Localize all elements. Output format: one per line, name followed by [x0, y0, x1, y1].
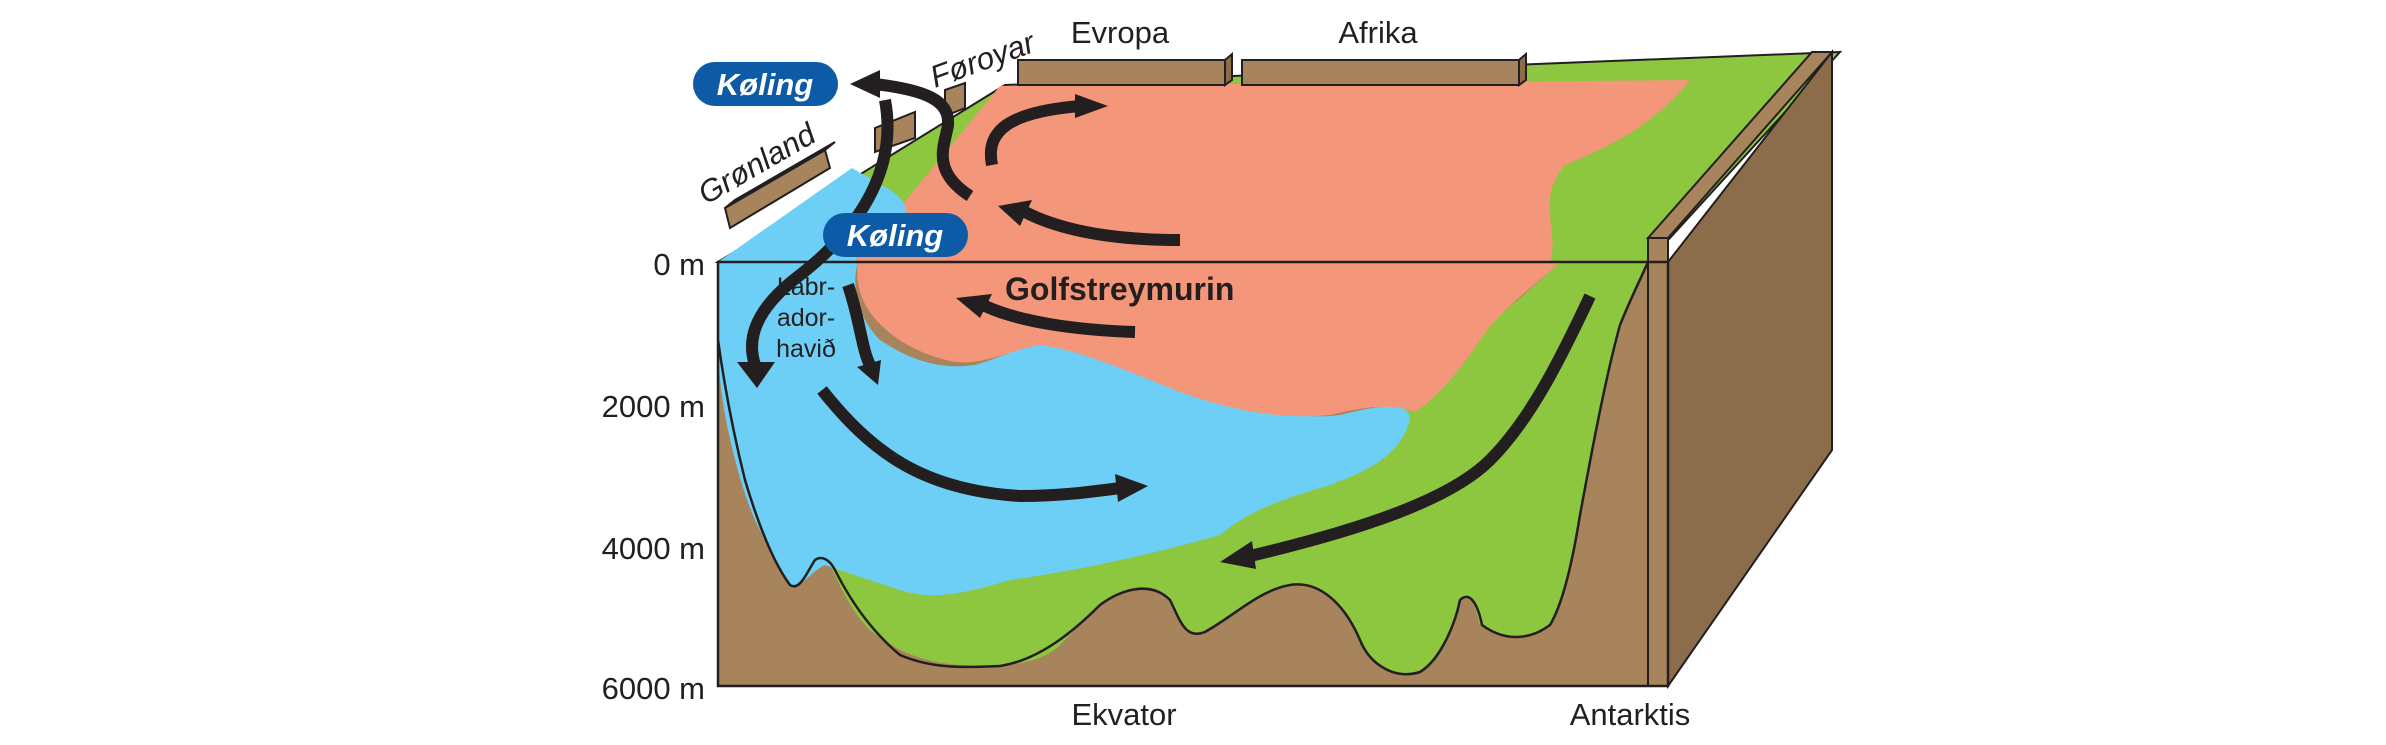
place-equator: Ekvator [1071, 697, 1176, 732]
place-africa: Afrika [1338, 15, 1418, 50]
depth-label-4000: 4000 m [602, 531, 705, 566]
land-europe [1017, 51, 1233, 87]
current-arrow [984, 94, 1108, 167]
continent-front-wall [1647, 237, 1669, 687]
labrador-line-2: ador- [777, 304, 835, 332]
current-arrow [737, 98, 894, 388]
depth-label-6000: 6000 m [602, 671, 705, 706]
north-atlantic-deep-water [718, 262, 1410, 596]
depth-label-2000: 2000 m [602, 389, 705, 424]
section-frame [716, 260, 1670, 688]
warm-surface-region [855, 80, 1690, 262]
cooling-badge-mid: Køling [823, 213, 968, 257]
place-antarctica: Antarktis [1570, 697, 1691, 732]
labrador-line-3: havið [776, 335, 836, 363]
land-africa [1241, 51, 1527, 87]
current-arrow [998, 200, 1181, 246]
cooling-top-label: Køling [717, 67, 813, 102]
current-arrow [850, 70, 974, 202]
current-arrow [842, 283, 881, 385]
cooling-mid-label: Køling [847, 218, 943, 253]
current-arrow [1220, 293, 1596, 569]
seabed-outline [716, 261, 1650, 676]
current-arrow [817, 386, 1148, 502]
gulf-stream-label: Golfstreymurin [1005, 271, 1234, 307]
cooling-badge-top: Køling [693, 62, 838, 106]
warm-subsurface-water [857, 262, 1560, 417]
labrador-line-1: Labr- [777, 273, 835, 301]
land-greenland [723, 141, 836, 230]
depth-label-0: 0 m [653, 247, 705, 282]
place-europe: Evropa [1071, 15, 1170, 50]
current-arrow [956, 294, 1136, 338]
